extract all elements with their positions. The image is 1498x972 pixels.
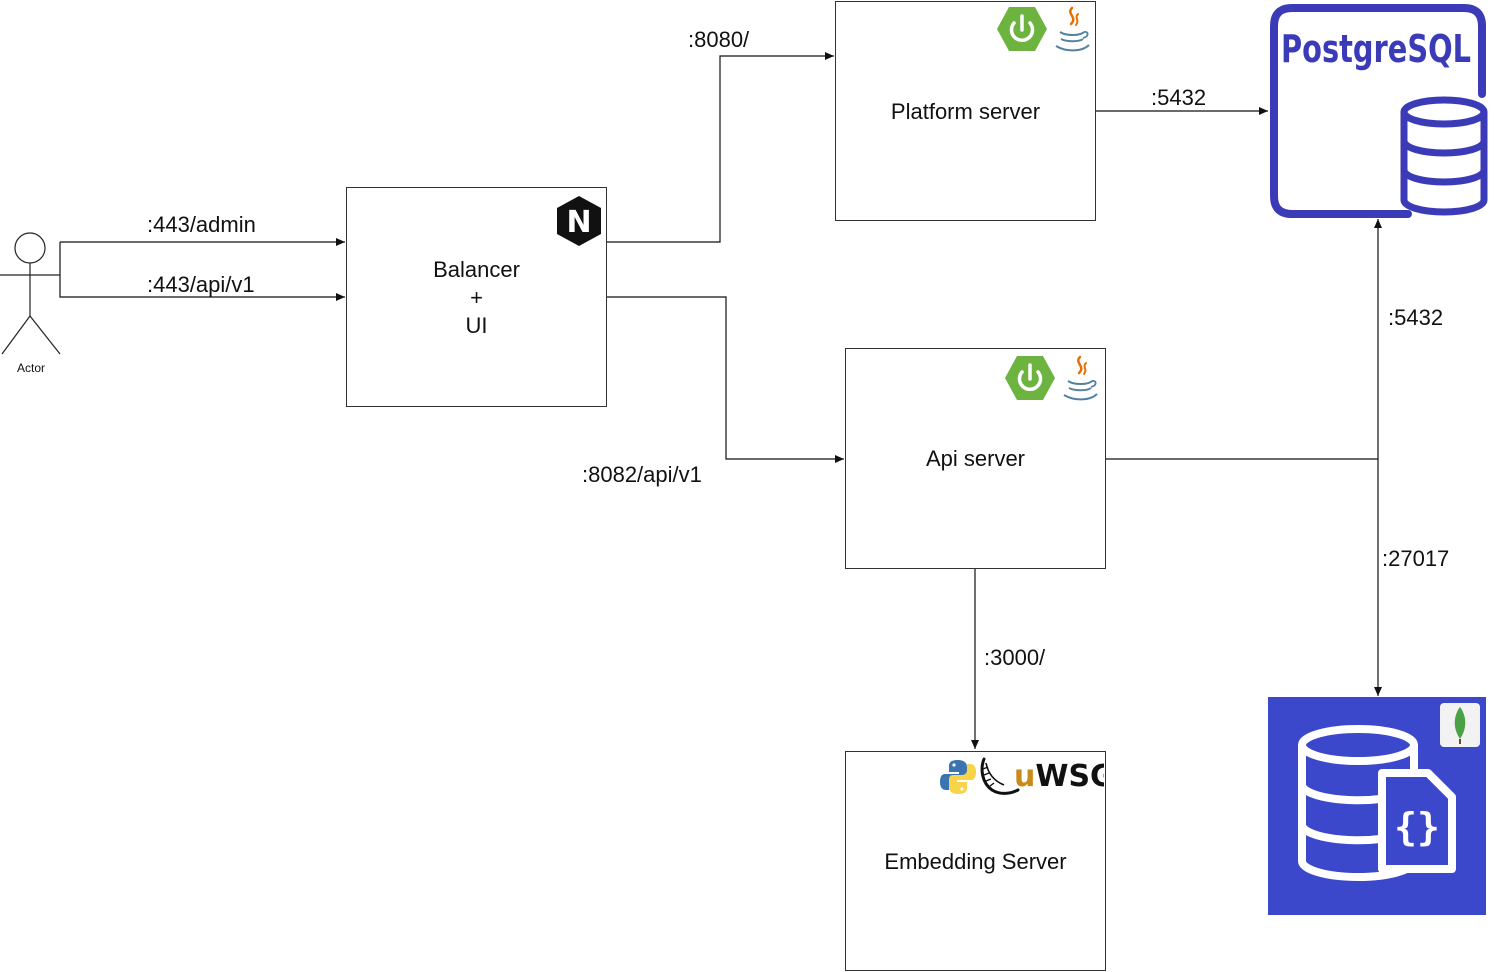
edge-label-actor-admin: :443/admin — [147, 212, 256, 237]
edge-label-api-embedding: :3000/ — [984, 645, 1046, 670]
document-database-icon: {} — [1268, 697, 1486, 915]
mongodb-leaf-icon — [1454, 707, 1466, 739]
api-server-label: Api server — [925, 446, 1026, 471]
spring-boot-icon — [997, 7, 1047, 51]
edge-balancer-platform — [607, 52, 834, 243]
platform-server-node[interactable]: Platform server — [835, 1, 1096, 221]
balancer-node[interactable]: Balancer + UI N — [346, 187, 607, 407]
python-icon — [940, 760, 976, 794]
edge-label-api-mongo: :27017 — [1382, 546, 1450, 571]
postgresql-icon: PostgreSQL — [1270, 4, 1488, 218]
balancer-label-line2: + — [470, 285, 483, 310]
actor-icon — [0, 232, 61, 355]
nginx-icon: N — [557, 196, 601, 246]
uwsgi-logo: uWSGI — [1014, 759, 1104, 794]
edge-label-actor-api: :443/api/v1 — [147, 272, 255, 297]
java-icon — [1063, 355, 1098, 401]
flask-icon — [980, 757, 1020, 795]
edge-balancer-api — [607, 296, 844, 463]
edge-label-platform-postgres: :5432 — [1151, 85, 1207, 110]
code-braces-icon: {} — [1394, 805, 1440, 849]
edge-label-api-postgres: :5432 — [1388, 305, 1444, 330]
platform-server-label: Platform server — [890, 99, 1041, 124]
balancer-label-line3: UI — [465, 313, 488, 338]
spring-boot-icon — [1005, 356, 1055, 400]
edge-actor-api — [59, 242, 345, 301]
java-icon — [1055, 6, 1090, 52]
api-server-node[interactable]: Api server — [845, 348, 1106, 569]
embedding-server-node[interactable]: Embedding Server uWSGI — [845, 751, 1106, 971]
nginx-letter: N — [566, 205, 591, 240]
postgresql-logo-text: PostgreSQL — [1281, 27, 1471, 71]
svg-text:uWSGI: uWSGI — [1014, 759, 1104, 794]
edge-label-balancer-platform: :8080/ — [688, 27, 750, 52]
embedding-server-label: Embedding Server — [884, 849, 1067, 874]
balancer-label-line1: Balancer — [433, 257, 520, 282]
edge-label-balancer-api: :8082/api/v1 — [582, 462, 702, 487]
actor-label: Actor — [17, 361, 46, 375]
